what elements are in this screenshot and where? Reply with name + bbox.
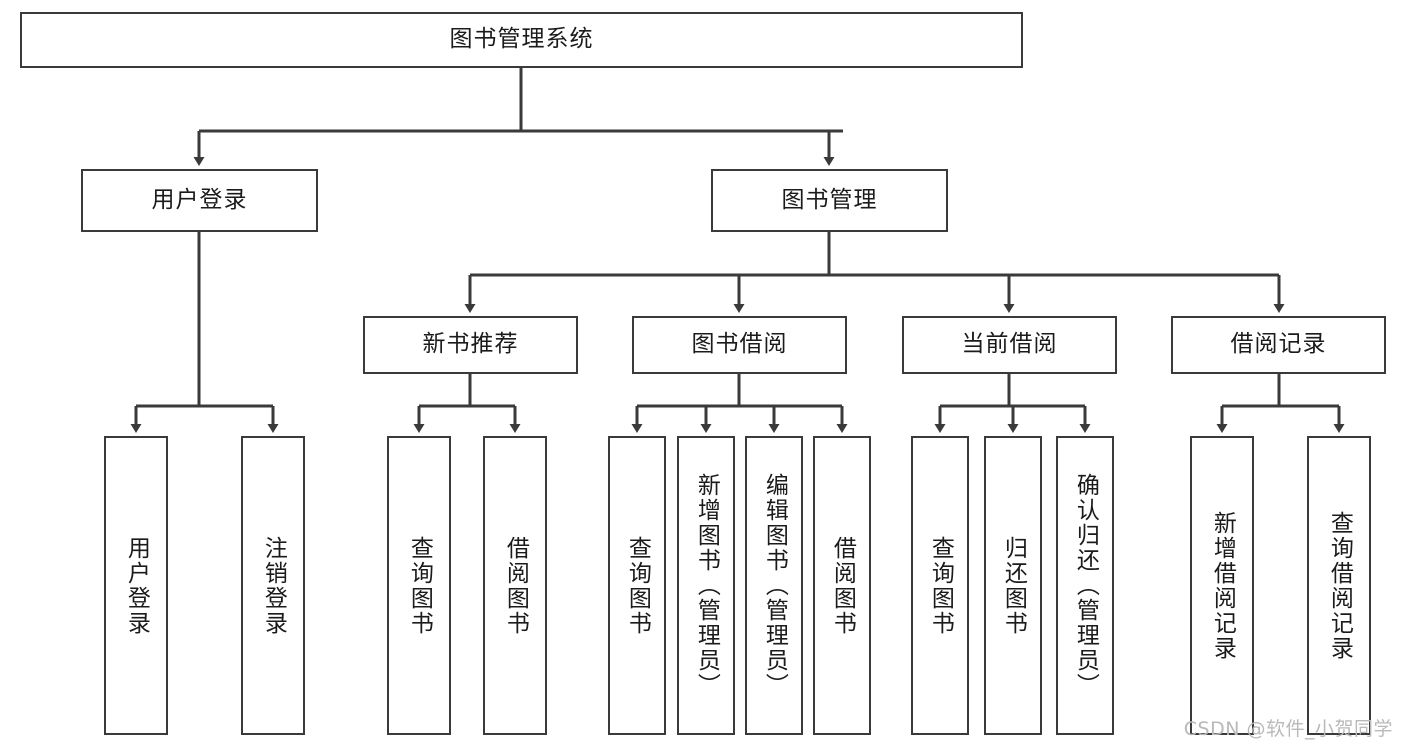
node-leaf-add-borrow-record-label: 新增借阅记录	[1209, 510, 1236, 661]
node-leaf-borrow-book-rec-label: 借阅图书	[502, 535, 529, 636]
node-current-borrow[interactable]: 当前借阅	[902, 316, 1117, 374]
node-leaf-query-book-borrow-label: 查询图书	[624, 535, 651, 636]
node-leaf-borrow-book-label: 借阅图书	[829, 535, 856, 636]
node-leaf-query-borrow-record[interactable]: 查询借阅记录	[1307, 436, 1371, 735]
node-leaf-borrow-book[interactable]: 借阅图书	[813, 436, 871, 735]
node-leaf-borrow-book-rec[interactable]: 借阅图书	[483, 436, 547, 735]
node-leaf-return-book[interactable]: 归还图书	[984, 436, 1042, 735]
node-leaf-add-book-admin-label: 新增图书（管理员）	[693, 473, 720, 698]
node-leaf-return-book-label: 归还图书	[1000, 535, 1027, 636]
node-leaf-confirm-return-admin-label: 确认归还（管理员）	[1072, 473, 1099, 698]
node-user-login[interactable]: 用户登录	[81, 169, 318, 232]
node-user-login-label: 用户登录	[151, 186, 248, 213]
node-current-borrow-label: 当前借阅	[961, 331, 1058, 358]
node-leaf-add-book-admin[interactable]: 新增图书（管理员）	[677, 436, 735, 735]
node-book-manage-label: 图书管理	[781, 186, 878, 213]
node-book-borrow[interactable]: 图书借阅	[632, 316, 847, 374]
node-book-borrow-label: 图书借阅	[691, 331, 788, 358]
node-leaf-user-logout-label: 注销登录	[260, 535, 287, 636]
node-leaf-query-book-cur-label: 查询图书	[927, 535, 954, 636]
node-leaf-user-login-label: 用户登录	[123, 535, 150, 636]
node-leaf-confirm-return-admin[interactable]: 确认归还（管理员）	[1056, 436, 1114, 735]
node-book-manage[interactable]: 图书管理	[711, 169, 948, 232]
node-root[interactable]: 图书管理系统	[20, 12, 1023, 68]
node-borrow-record-label: 借阅记录	[1230, 331, 1327, 358]
node-leaf-user-logout[interactable]: 注销登录	[241, 436, 305, 735]
node-leaf-user-login[interactable]: 用户登录	[104, 436, 168, 735]
watermark: CSDN @软件_小贺同学	[1183, 718, 1393, 740]
node-leaf-query-book-cur[interactable]: 查询图书	[911, 436, 969, 735]
node-leaf-query-borrow-record-label: 查询借阅记录	[1326, 510, 1353, 661]
node-leaf-query-book-borrow[interactable]: 查询图书	[608, 436, 666, 735]
node-leaf-query-book-rec-label: 查询图书	[406, 535, 433, 636]
node-new-book-recommend-label: 新书推荐	[422, 331, 519, 358]
node-new-book-recommend[interactable]: 新书推荐	[363, 316, 578, 374]
node-root-label: 图书管理系统	[449, 26, 594, 53]
node-leaf-edit-book-admin[interactable]: 编辑图书（管理员）	[745, 436, 803, 735]
node-leaf-add-borrow-record[interactable]: 新增借阅记录	[1190, 436, 1254, 735]
node-leaf-query-book-rec[interactable]: 查询图书	[387, 436, 451, 735]
node-borrow-record[interactable]: 借阅记录	[1171, 316, 1386, 374]
node-leaf-edit-book-admin-label: 编辑图书（管理员）	[761, 473, 788, 698]
